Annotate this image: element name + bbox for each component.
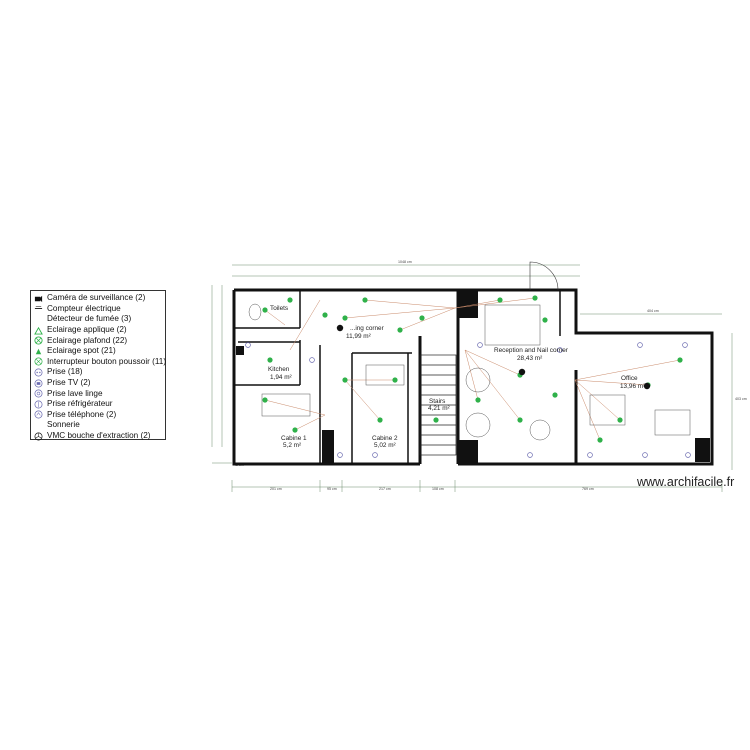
vmc-icon bbox=[33, 432, 44, 441]
legend-item-label: VMC bouche d'extraction (2) bbox=[47, 431, 151, 441]
legend-item: Prise réfrigérateur bbox=[33, 399, 163, 410]
wall-blocks bbox=[236, 290, 710, 464]
room-cabine1-name: Cabine 1 bbox=[281, 435, 307, 442]
room-reception-area: 28,43 m² bbox=[517, 355, 542, 362]
legend-item-label: Prise réfrigérateur bbox=[47, 399, 113, 409]
legend-item: VMC bouche d'extraction (2) bbox=[33, 431, 163, 442]
dim-bottom-left: 201 cm bbox=[270, 487, 282, 491]
dim-office-width: 404 cm bbox=[647, 309, 659, 313]
room-cabine2-name: Cabine 2 bbox=[372, 435, 398, 442]
legend-item-label: Interrupteur bouton poussoir (11) bbox=[47, 356, 167, 366]
legend-item-label: Eclairage spot (21) bbox=[47, 346, 116, 356]
room-stairs-area: 4,21 m² bbox=[428, 405, 450, 412]
legend-item-label: Compteur électrique bbox=[47, 303, 121, 313]
legend-item-label: Prise (18) bbox=[47, 367, 83, 377]
room-office-area: 13,96 m² bbox=[620, 383, 645, 390]
legend-item: Caméra de surveillance (2) bbox=[33, 293, 163, 304]
camera-icon bbox=[33, 294, 44, 303]
wall-light-icon bbox=[33, 326, 44, 335]
watermark: www.archifacile.fr bbox=[637, 475, 735, 489]
dimension-labels: 1048 cm 404 cm 201 cm 95 cm 217 cm 108 c… bbox=[234, 260, 747, 491]
dim-total-width: 1048 cm bbox=[398, 260, 412, 264]
legend-item-label: Prise téléphone (2) bbox=[47, 409, 117, 419]
washer-outlet-icon bbox=[33, 389, 44, 398]
legend-item: Prise lave linge bbox=[33, 388, 163, 399]
legend-item: Prise TV (2) bbox=[33, 378, 163, 389]
legend-item-label: Prise lave linge bbox=[47, 388, 103, 398]
fridge-outlet-icon bbox=[33, 400, 44, 409]
legend-item: Eclairage plafond (22) bbox=[33, 335, 163, 346]
room-reception-name: Reception and Nail corner bbox=[494, 347, 569, 354]
legend-item: Détecteur de fumée (3) bbox=[33, 314, 163, 325]
furniture bbox=[248, 303, 691, 441]
room-cabine1-area: 5,2 m² bbox=[283, 442, 301, 449]
legend-item-label: Caméra de surveillance (2) bbox=[47, 293, 146, 303]
dim-right-height: 403 cm bbox=[735, 397, 747, 401]
legend: Caméra de surveillance (2)Compteur élect… bbox=[30, 290, 166, 440]
legend-item: Interrupteur bouton poussoir (11) bbox=[33, 356, 167, 368]
smoke-detectors bbox=[336, 324, 651, 390]
legend-item: Sonnerie bbox=[33, 420, 163, 431]
interior-walls bbox=[234, 290, 561, 464]
meter-icon bbox=[33, 304, 44, 313]
room-kitchen-name: Kitchen bbox=[268, 366, 290, 373]
stairs bbox=[419, 354, 457, 456]
room-stairs-name: Stairs bbox=[429, 398, 445, 405]
room-kitchen-area: 1,94 m² bbox=[270, 374, 292, 381]
legend-item-label: Eclairage applique (2) bbox=[47, 325, 127, 335]
room-office-name: Office bbox=[621, 375, 638, 382]
dim-bottom-mid: 217 cm bbox=[379, 487, 391, 491]
legend-item-label: Détecteur de fumée (3) bbox=[47, 314, 132, 324]
legend-item: Eclairage applique (2) bbox=[33, 325, 163, 336]
dimension-lines bbox=[211, 264, 733, 492]
entrance-door bbox=[529, 261, 559, 291]
room-cabine2-area: 5,02 m² bbox=[374, 442, 396, 449]
room-toilets-name: Toilets bbox=[270, 305, 288, 312]
spot-light-icon bbox=[33, 347, 44, 356]
legend-item-label: Eclairage plafond (22) bbox=[47, 335, 128, 345]
legend-item: Compteur électrique bbox=[33, 304, 163, 315]
legend-item-label: Sonnerie bbox=[47, 420, 80, 430]
push-switch-icon bbox=[33, 357, 44, 366]
legend-item: Prise téléphone (2) bbox=[33, 410, 163, 421]
tv-outlet-icon bbox=[33, 379, 44, 388]
room-waiting-name: ...ing corner bbox=[350, 325, 385, 332]
outlets bbox=[245, 342, 691, 458]
dim-bottom-small: 95 cm bbox=[327, 487, 337, 491]
legend-item: Prise (18) bbox=[33, 367, 163, 378]
room-waiting-area: 11,99 m² bbox=[346, 333, 371, 340]
wiring bbox=[264, 297, 681, 441]
ceiling-light-icon bbox=[33, 336, 44, 345]
legend-item-label: Prise TV (2) bbox=[47, 378, 91, 388]
phone-outlet-icon bbox=[33, 410, 44, 419]
room-labels: Toilets Kitchen 1,94 m² Cabine 1 5,2 m² … bbox=[268, 305, 645, 449]
ceiling-lights bbox=[262, 295, 683, 443]
legend-item: Eclairage spot (21) bbox=[33, 346, 163, 357]
dim-bottom-stairs: 108 cm bbox=[432, 487, 444, 491]
dim-right-width: 769 cm bbox=[582, 487, 594, 491]
outlet-icon bbox=[33, 368, 44, 377]
